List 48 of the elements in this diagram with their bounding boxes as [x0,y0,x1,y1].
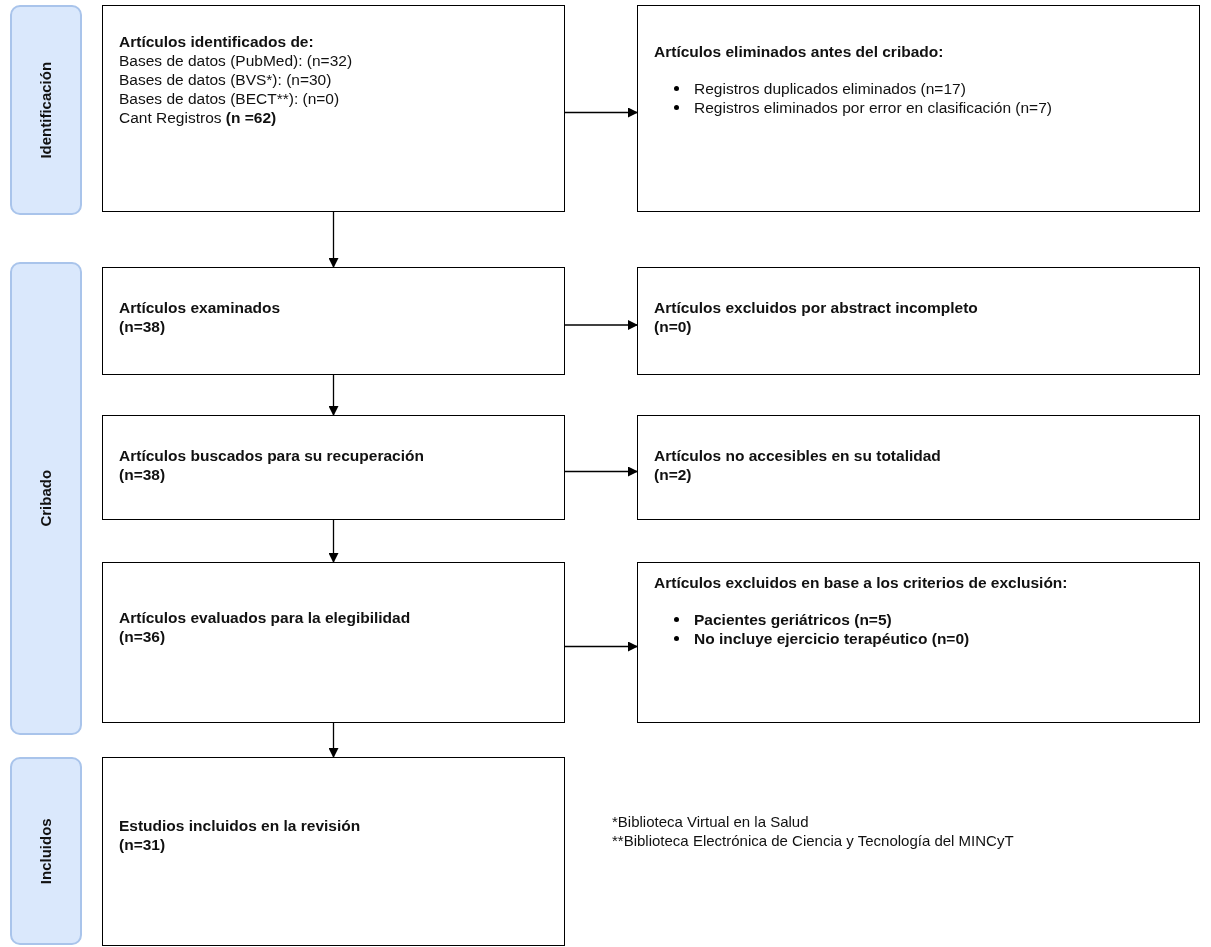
arrow [328,519,339,563]
box-heading: (n=36) [119,627,167,646]
footnote: *Biblioteca Virtual en la Salud [612,812,810,831]
phase-band [10,5,82,215]
box-heading: Artículos eliminados antes del cribado: [654,42,945,61]
box-heading: Artículos examinados [119,298,282,317]
process-box [102,415,565,520]
process-box [102,757,565,946]
box-heading: Estudios incluidos en la revisión [119,816,362,835]
process-box [102,267,565,375]
bullet-item: Pacientes geriátricos (n=5) [670,610,1183,629]
arrow [564,466,638,477]
box-heading: Artículos identificados de: [119,32,315,51]
box-heading: Artículos excluidos en base a los criterios de exclusión: [654,573,1069,592]
box-text: Bases de datos (BECT**): (n=0) [119,89,341,108]
box-heading: Artículos buscados para su recuperación [119,446,425,465]
arrow [328,374,339,416]
box-text: Bases de datos (BVS*): (n=30) [119,70,333,89]
process-box [637,562,1200,723]
footnote: **Biblioteca Electrónica de Ciencia y Tecnología del MINCyT [612,831,1014,850]
phase-band [10,262,82,735]
box-heading: Artículos no accesibles en su totalidad [654,446,942,465]
process-box [637,267,1200,375]
box-heading: Artículos evaluados para la elegibilidad [119,608,412,627]
phase-band [10,757,82,945]
arrow [564,320,638,330]
bullet-item: No incluye ejercicio terapéutico (n=0) [670,629,1183,648]
box-text: Cant Registros (n =62) [119,108,278,127]
process-box [637,415,1200,520]
phase-label: Incluidos [35,818,55,884]
process-box [102,562,565,723]
arrow [564,107,638,118]
bullet-item: Registros eliminados por error en clasificación (n=7) [670,98,1183,117]
arrow [328,211,339,268]
arrow [564,641,638,652]
bullet-item: Registros duplicados eliminados (n=17) [670,79,1183,98]
process-box [637,5,1200,212]
box-heading: (n=2) [654,465,693,484]
arrow [328,722,339,758]
box-heading: (n=38) [119,317,167,336]
phase-label: Cribado [35,470,55,527]
box-heading: (n=31) [119,835,167,854]
box-heading: (n=38) [119,465,167,484]
box-heading: (n=0) [654,317,693,336]
phase-label: Identificación [35,61,55,159]
box-text: Bases de datos (PubMed): (n=32) [119,51,354,70]
process-box [102,5,565,212]
box-heading: Artículos excluidos por abstract incompleto [654,298,979,317]
